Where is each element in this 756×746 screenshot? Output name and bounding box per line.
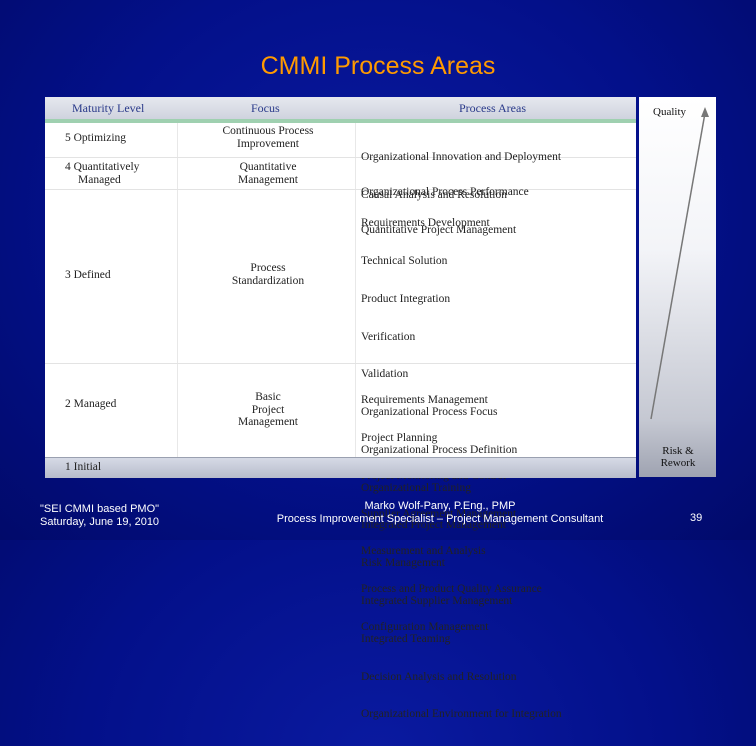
focus-level-4: Quantitative Management	[237, 161, 299, 186]
process-area-item: Validation	[361, 368, 409, 381]
maturity-level-3: 3 Defined	[65, 269, 111, 281]
process-area-item: Causal Analysis and Resolution	[361, 188, 507, 201]
footer-left: "SEI CMMI based PMO" Saturday, June 19, …	[40, 503, 159, 529]
maturity-level-4: 4 Quantitatively Managed	[65, 161, 140, 186]
process-area-item: Verification	[361, 330, 416, 343]
process-area-item: Product Integration	[361, 292, 451, 305]
row-divider	[45, 157, 636, 158]
process-area-item: Measurement and Analysis	[361, 545, 486, 558]
process-area-item: Organizational Process Definition	[361, 443, 518, 456]
focus-level-2: Basic Project Management	[237, 391, 299, 429]
cmmi-table: Maturity Level Focus Process Areas 5 Opt…	[45, 97, 636, 720]
level-1-bar	[45, 457, 636, 478]
risk-rework-label: Risk & Rework	[660, 445, 696, 469]
process-area-item: Organizational Process Performance	[361, 186, 529, 199]
process-area-item: Configuration Management	[361, 620, 489, 633]
column-divider	[355, 123, 356, 457]
quality-arrow-icon	[650, 107, 709, 420]
header-focus: Focus	[251, 101, 280, 115]
process-area-item: Supplier Agreement Management	[361, 507, 517, 520]
process-area-item: Process and Product Quality Assurance	[361, 583, 542, 596]
process-area-item: Organizational Innovation and Deployment	[361, 151, 562, 164]
process-area-item: Project Planning	[361, 431, 438, 444]
process-area-item: Technical Solution	[361, 254, 448, 267]
footer-center: Marko Wolf-Pany, P.Eng., PMP Process Imp…	[240, 500, 640, 526]
process-areas-level-4: Organizational Process Performance Quant…	[361, 161, 529, 262]
quality-label: Quality	[653, 106, 686, 118]
process-area-item: Requirements Development	[361, 217, 490, 230]
process-area-item: Requirements Management	[361, 394, 488, 407]
row-divider	[45, 363, 636, 364]
focus-level-3: Process Standardization	[231, 262, 305, 287]
footer-presentation-name: "SEI CMMI based PMO"	[40, 503, 160, 515]
process-area-item: Decision Analysis and Resolution	[361, 670, 517, 683]
column-divider	[177, 123, 178, 457]
row-divider	[45, 189, 636, 190]
table-header: Maturity Level Focus Process Areas	[45, 97, 636, 120]
slide-title: CMMI Process Areas	[260, 52, 496, 80]
process-area-item: Organizational Process Focus	[361, 406, 498, 419]
process-area-item: Organizational Environment for Integrati…	[361, 708, 562, 721]
process-areas-level-5: Organizational Innovation and Deployment…	[361, 126, 561, 227]
quality-risk-panel: Quality Risk & Rework	[639, 97, 716, 477]
header-process-areas: Process Areas	[459, 101, 526, 115]
process-area-item: Integrated Project Management	[361, 519, 506, 532]
footer-author: Marko Wolf-Pany, P.Eng., PMP	[364, 500, 516, 512]
footer-author-title: Process Improvement Specialist – Project…	[276, 513, 604, 525]
process-area-item: Quantitative Project Management	[361, 223, 517, 236]
maturity-level-5: 5 Optimizing	[65, 132, 127, 144]
maturity-level-2: 2 Managed	[65, 398, 117, 410]
footer-date: Saturday, June 19, 2010	[40, 516, 160, 528]
page-number: 39	[690, 512, 703, 524]
header-divider	[45, 119, 636, 123]
header-maturity-level: Maturity Level	[72, 101, 145, 115]
maturity-level-1: 1 Initial	[65, 461, 102, 473]
process-area-item: Organizational Training	[361, 481, 471, 494]
focus-level-5: Continuous Process Improvement	[222, 125, 314, 150]
